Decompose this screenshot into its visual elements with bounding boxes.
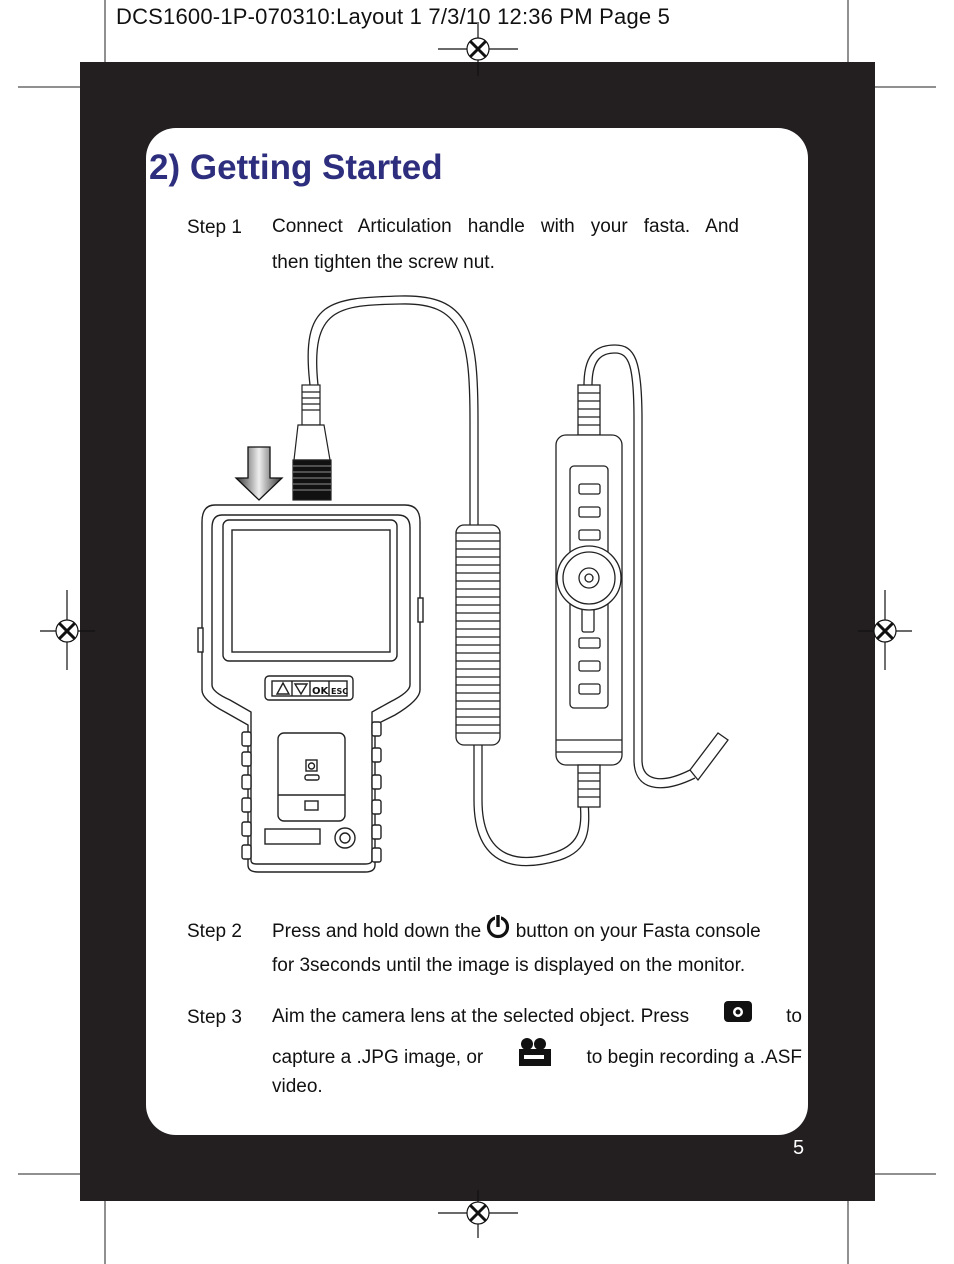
step-1-label: Step 1	[187, 217, 242, 238]
step-2-text-a: Press and hold down the	[272, 921, 482, 943]
page-title: 2) Getting Started	[149, 148, 443, 187]
step-2-label: Step 2	[187, 921, 242, 942]
device-key-ok: OK	[312, 686, 330, 697]
step-2-line-1: Press and hold down the button on your F…	[272, 914, 802, 950]
step-2-line-2: for 3seconds until the image is displaye…	[272, 955, 746, 976]
camera-icon	[723, 1000, 752, 1034]
step-3-line-1: Aim the camera lens at the selected obje…	[272, 1000, 802, 1034]
coiled-cable	[455, 524, 501, 746]
step-3-text-a: Aim the camera lens at the selected obje…	[272, 1006, 690, 1027]
step-2-text-b: button on your Fasta console	[515, 921, 761, 943]
cable-loop	[307, 295, 479, 525]
step-3-text-c: capture a .JPG image, or	[272, 1047, 484, 1068]
device-key-esc: ESC	[331, 687, 348, 696]
articulation-handle	[555, 384, 623, 808]
power-icon	[486, 914, 510, 950]
handle-cable-top	[583, 344, 691, 780]
step-3-line-2: capture a .JPG image, or to begin record…	[272, 1037, 802, 1079]
print-slug-line: DCS1600-1P-070310:Layout 1 7/3/10 12:36 …	[116, 4, 671, 29]
insert-arrow-icon	[234, 446, 284, 501]
step-3-text-d: to begin recording a .ASF	[586, 1047, 802, 1068]
step-1-line-2: then tighten the screw nut.	[272, 252, 495, 273]
step-3-label: Step 3	[187, 1007, 242, 1028]
step-3-text-b: to	[786, 1006, 802, 1027]
video-camera-icon	[518, 1037, 552, 1079]
step-3-line-3: video.	[272, 1076, 323, 1097]
step-1-line-1: Connect Articulation handle with your fa…	[272, 216, 739, 237]
page-number: 5	[793, 1137, 805, 1159]
monitor-console	[197, 504, 424, 873]
